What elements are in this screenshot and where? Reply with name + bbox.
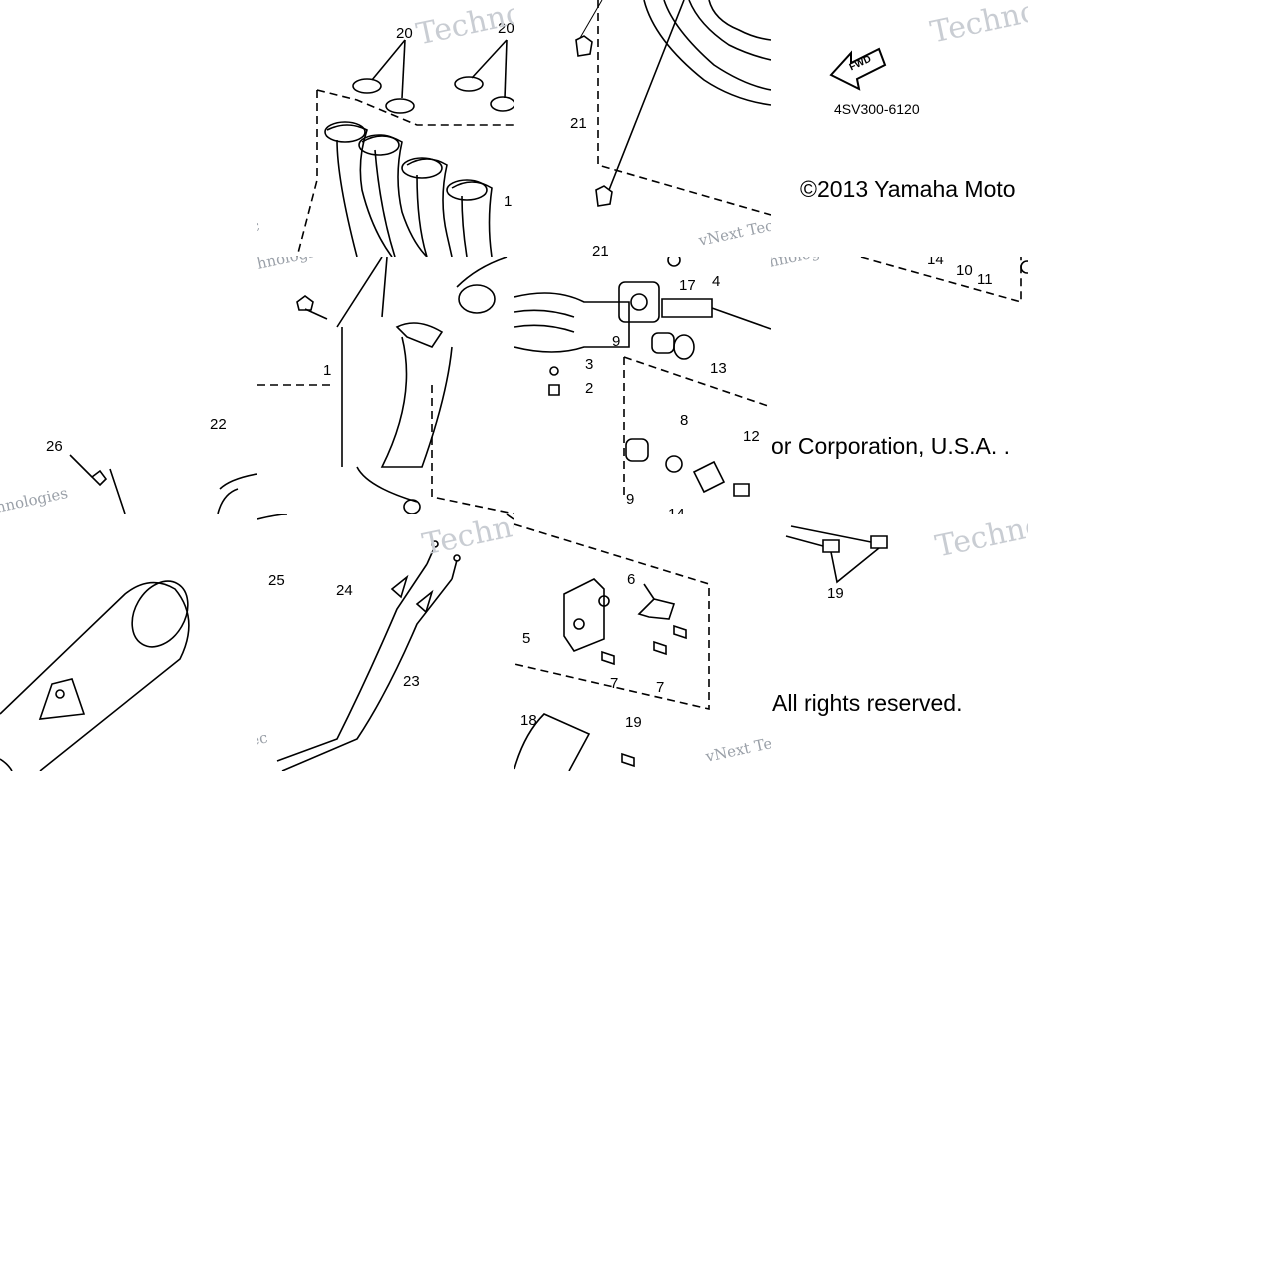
part-number-13: 13	[710, 360, 727, 377]
part-number-1b: 1	[323, 362, 332, 379]
part-number-18: 18	[520, 712, 537, 729]
part-number-8: 8	[680, 412, 689, 429]
tile-copyright-middle: 14 10 11 or Corporation, U.S.A. . hnolog…	[771, 257, 1028, 514]
part-number-21b: 21	[592, 243, 609, 257]
copyright-line-3: All rights reserved.	[772, 690, 963, 716]
fwd-arrow-icon	[829, 47, 887, 91]
servo-bracket-drawing	[514, 523, 710, 771]
bracket-edge-drawing	[860, 257, 1028, 304]
part-number-25: 25	[268, 572, 285, 589]
part-number-12: 12	[743, 428, 760, 445]
stay-bolt-drawing	[514, 257, 771, 497]
tile-fwd-legend: FWD 4SV300-6120 ©2013 Yamaha Moto Techno	[771, 0, 1028, 257]
header-rear-drawing	[575, 0, 771, 216]
part-number-1a: 1	[504, 193, 513, 210]
part-number-19a: 19	[625, 714, 642, 731]
tile-stay-and-bolts: 17 4 9 13 3 2 8 12 9 14	[514, 257, 771, 514]
copyright-line-1: ©2013 Yamaha Moto	[800, 176, 1016, 202]
part-number-7b: 7	[656, 679, 665, 696]
header-pipes-drawing	[296, 39, 514, 257]
watermark-techno-2: Techno	[927, 0, 1028, 51]
part-number-14b: 14	[927, 257, 944, 268]
part-number-26: 26	[46, 438, 63, 455]
part-number-17: 17	[679, 277, 696, 294]
part-number-19b: 19	[827, 585, 844, 602]
muffler-drawing	[0, 580, 190, 771]
part-number-2: 2	[585, 380, 594, 397]
part-number-20a: 20	[396, 25, 413, 42]
screws-drawing	[785, 525, 888, 584]
tile-copyright-bottom: 19 All rights reserved. Techno	[771, 514, 1028, 771]
part-number-7a: 7	[610, 675, 619, 692]
part-number-23: 23	[403, 673, 420, 690]
tile-servo-bracket: 6 5 7 7 18 19 vNext Tec	[514, 514, 771, 771]
part-number-24: 24	[336, 582, 353, 599]
tile-exhaust-header-rear: 21 21 vNext Tec	[514, 0, 771, 257]
throttle-cables-drawing	[257, 514, 514, 771]
part-number-10: 10	[956, 262, 973, 279]
part-number-21a: 21	[570, 115, 587, 132]
copyright-line-2: or Corporation, U.S.A. .	[771, 433, 1011, 459]
tile-exhaust-joint: 1 hnologies	[257, 257, 514, 514]
part-number-9a: 9	[612, 333, 621, 350]
muffler-bracket-drawing	[69, 454, 257, 514]
part-number-11: 11	[977, 271, 993, 288]
part-number-14a: 14	[668, 507, 685, 514]
part-number-3: 3	[585, 356, 594, 373]
diagram-code: 4SV300-6120	[834, 101, 920, 117]
part-number-20b: 20	[498, 20, 514, 37]
part-number-6: 6	[627, 571, 636, 588]
tile-cables: 25 24 23 5 16 Techno vNext Tec	[257, 514, 514, 771]
tile-muffler-bracket: 26 22 hnologies	[0, 257, 257, 514]
part-number-5b: 5	[522, 630, 531, 647]
part-number-9b: 9	[626, 491, 635, 508]
tile-muffler-left: ext	[0, 514, 257, 771]
tile-exhaust-header-top: 20 20 1 Techno vNext Tec	[257, 0, 514, 257]
part-number-4: 4	[712, 273, 721, 290]
joint-pipe-drawing	[257, 257, 514, 514]
part-number-22: 22	[210, 416, 227, 433]
